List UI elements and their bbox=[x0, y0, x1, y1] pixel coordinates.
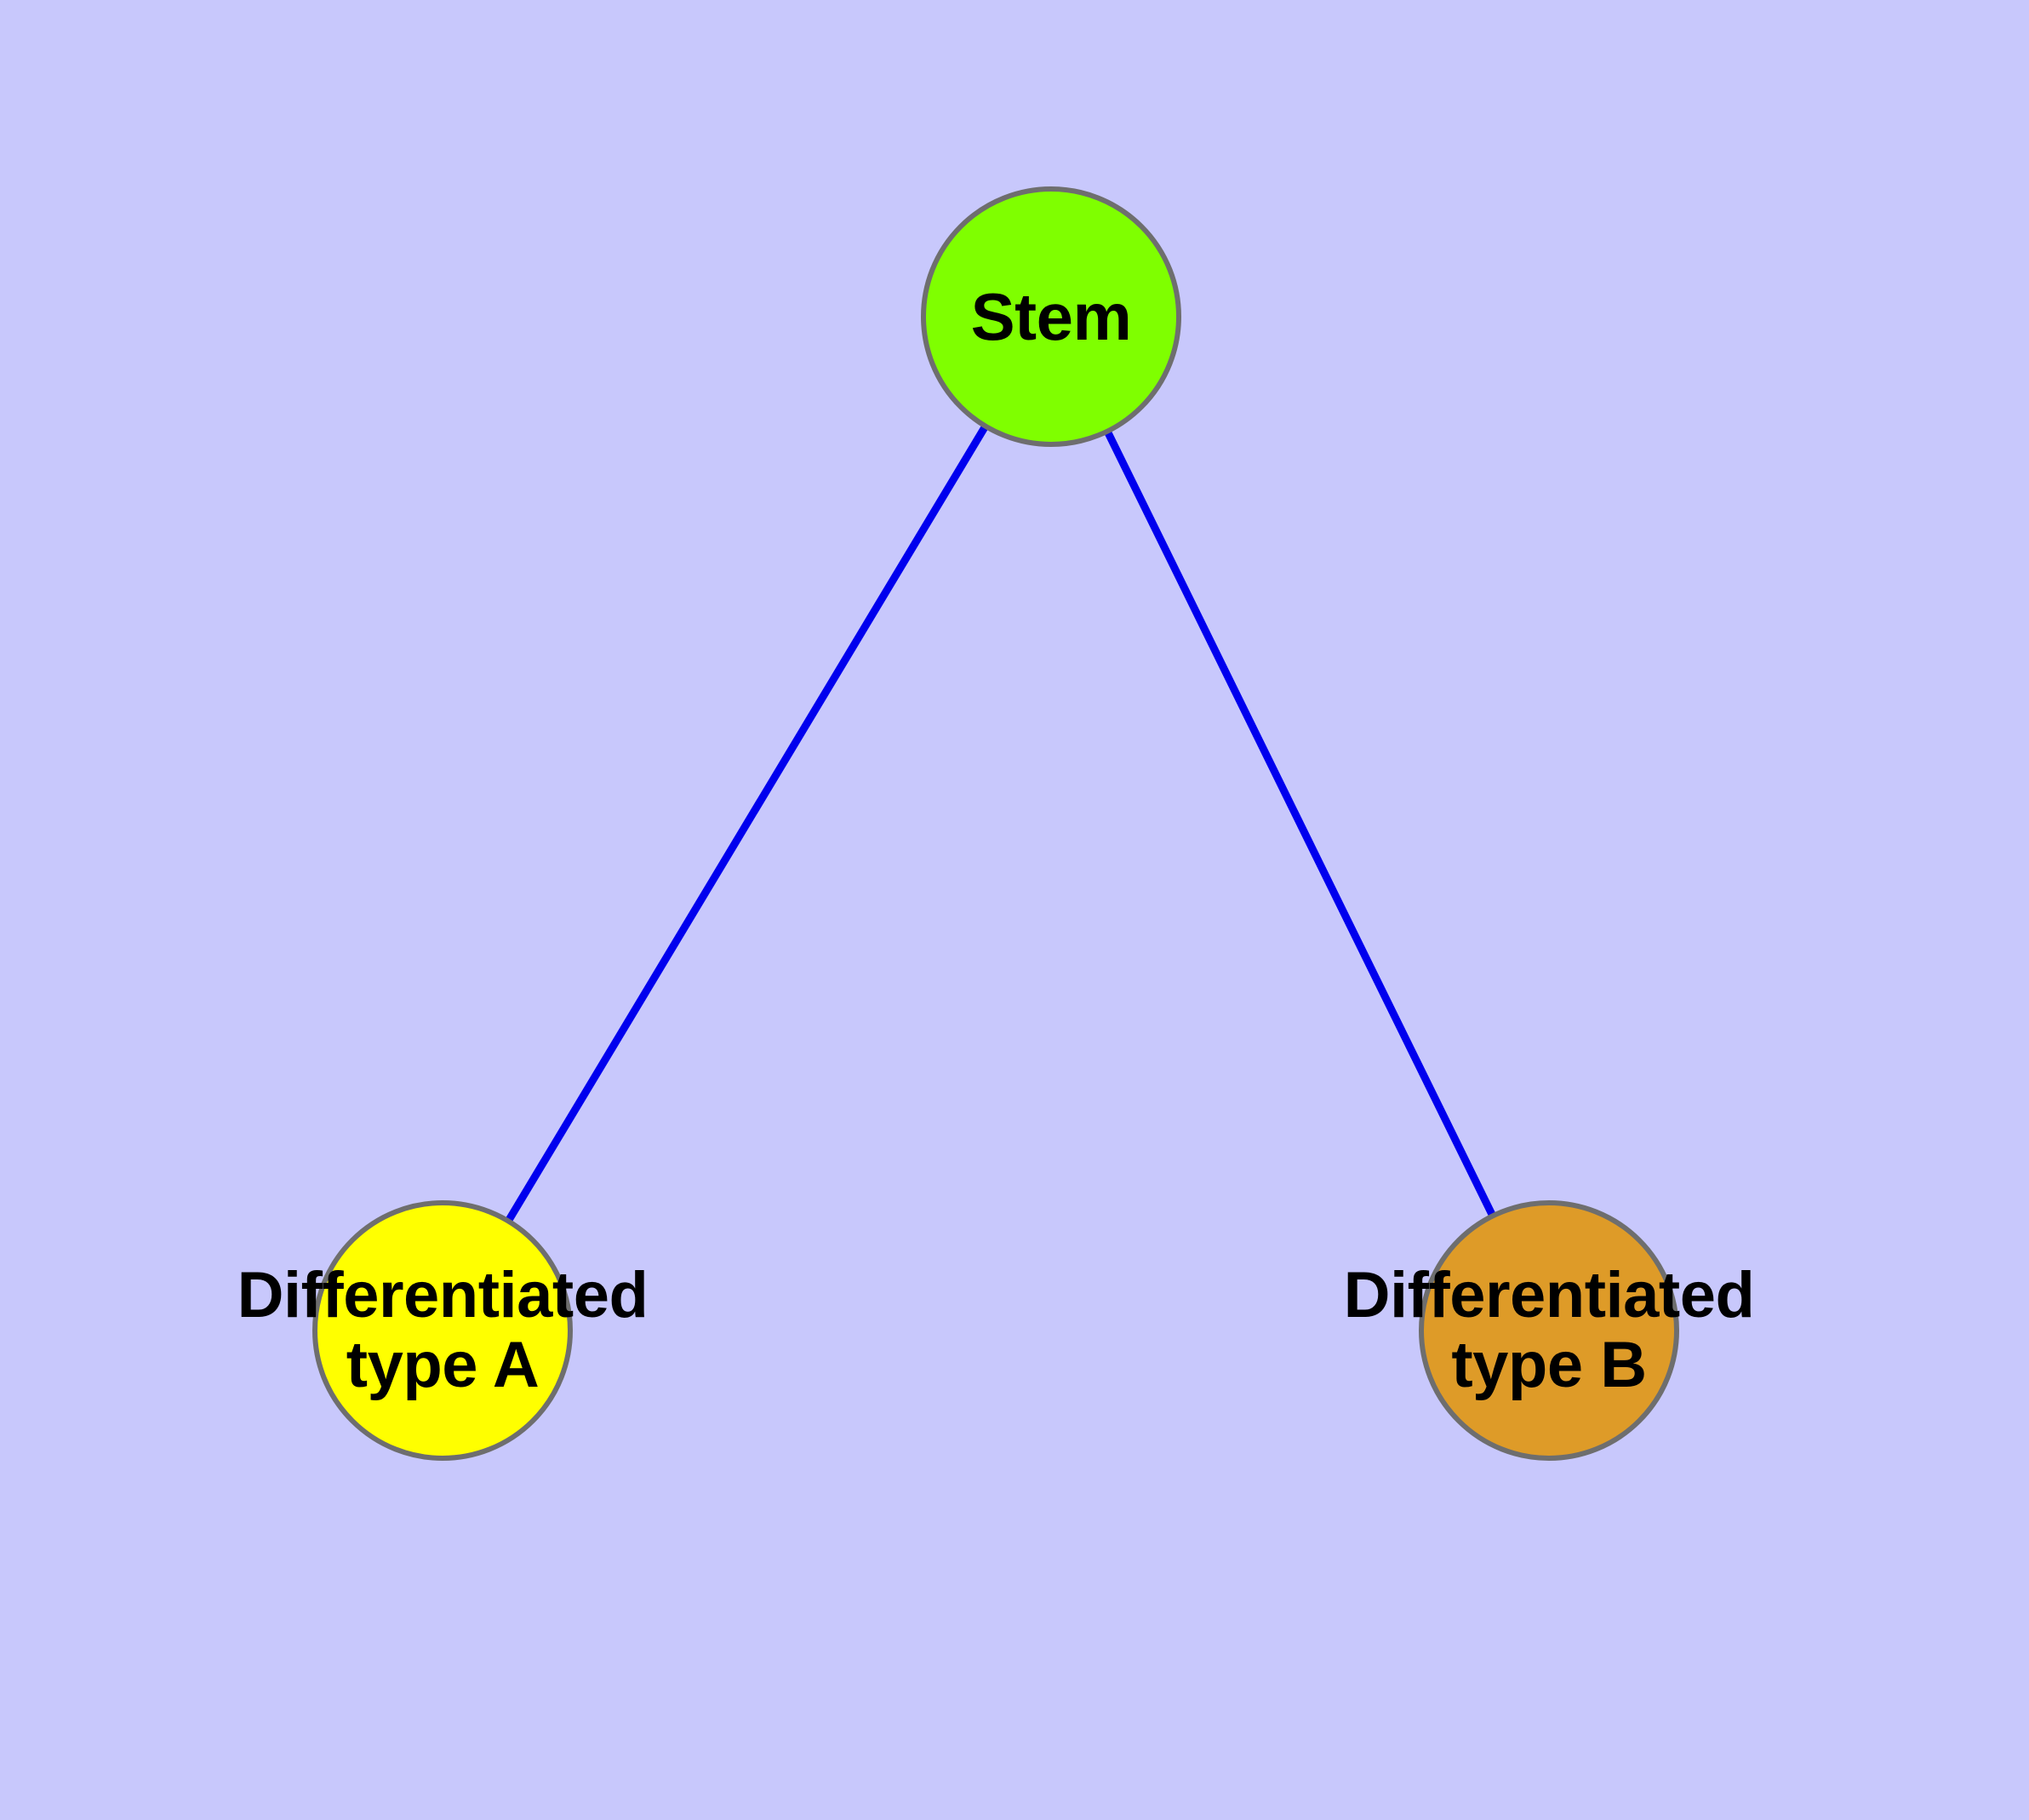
node-differentiated-type-b[interactable] bbox=[1419, 1200, 1679, 1461]
node-differentiated-type-a[interactable] bbox=[312, 1200, 573, 1461]
edge-layer bbox=[439, 314, 1553, 1333]
node-stem[interactable] bbox=[921, 186, 1181, 447]
edge-stem-to-differentiated-type-b[interactable] bbox=[1047, 315, 1553, 1332]
edge-stem-to-differentiated-type-a[interactable] bbox=[439, 314, 1055, 1333]
node-layer bbox=[312, 186, 1679, 1461]
